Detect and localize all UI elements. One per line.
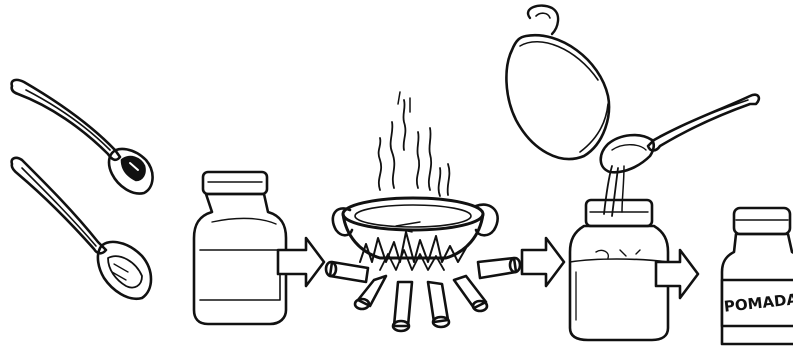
pot-on-fire-icon	[326, 92, 520, 331]
bottom-spoon-icon	[12, 158, 151, 299]
arrow-icon	[656, 250, 698, 298]
empty-jar-icon	[194, 172, 286, 324]
pomada-jar-icon: POMADA	[722, 208, 793, 344]
top-spoon-icon	[12, 80, 153, 194]
arrow-icon	[522, 238, 564, 286]
